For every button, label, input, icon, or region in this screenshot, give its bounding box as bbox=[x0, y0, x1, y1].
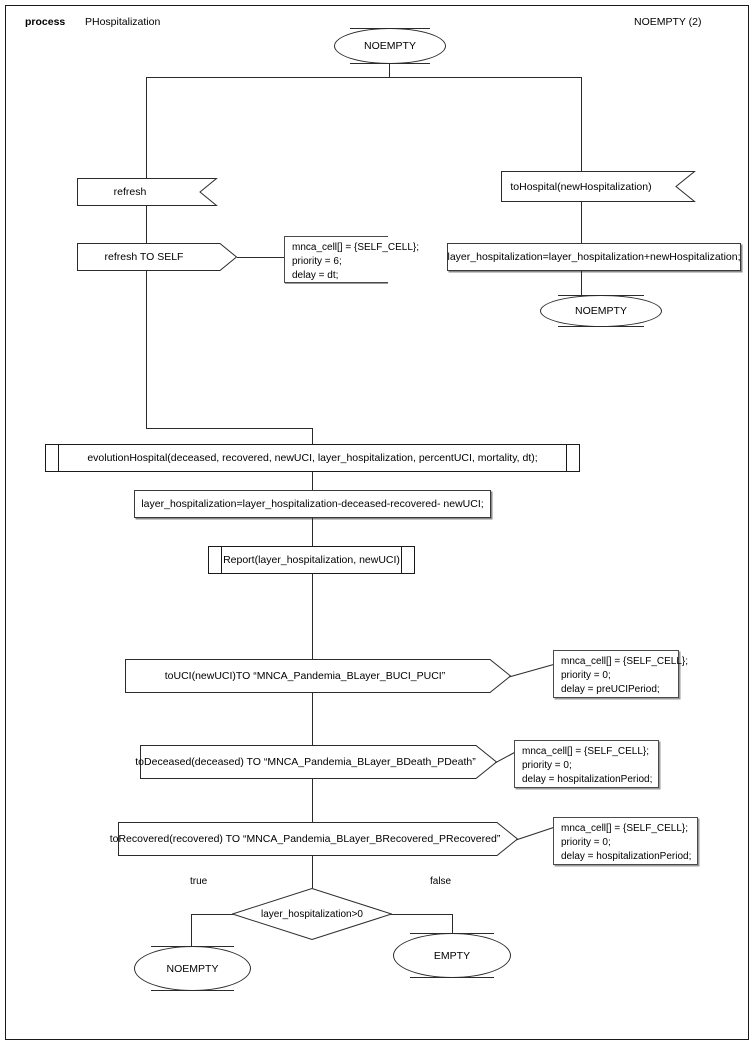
refresh-note-line-1: mnca_cell[] = {SELF_CELL}; bbox=[292, 242, 420, 253]
refresh-to-self-signal[interactable]: refresh TO SELF bbox=[77, 243, 238, 271]
to-hospital-receive-signal[interactable]: toHospital(newHospitalization) bbox=[501, 171, 696, 202]
hospital-end-terminal[interactable]: NOEMPTY bbox=[540, 295, 662, 327]
connector-decision-false-v bbox=[452, 914, 453, 933]
decision-diamond-shape bbox=[232, 888, 392, 940]
connector-left-jog-right bbox=[146, 428, 313, 429]
refresh-to-self-label: refresh TO SELF bbox=[104, 251, 184, 263]
connector-decision-true-v bbox=[191, 914, 192, 946]
hospital-assignment-label: layer_hospitalization=layer_hospitalizat… bbox=[447, 251, 741, 263]
true-terminal[interactable]: NOEMPTY bbox=[134, 946, 251, 991]
refresh-receive-signal[interactable]: refresh bbox=[77, 178, 218, 206]
start-terminal[interactable]: NOEMPTY bbox=[334, 28, 446, 64]
top-right-state-label: NOEMPTY (2) bbox=[634, 16, 702, 28]
false-terminal-label: EMPTY bbox=[433, 949, 471, 962]
evolution-hospital-predefined-process[interactable]: evolutionHospital(deceased, recovered, n… bbox=[45, 444, 580, 472]
layer-update-box[interactable]: layer_hospitalization=layer_hospitalizat… bbox=[134, 490, 491, 518]
connector-todeceased-to-torecovered bbox=[312, 779, 313, 822]
to-uci-label: toUCI(newUCI)TO “MNCA_Pandemia_BLayer_BU… bbox=[164, 670, 446, 682]
connector-decision-true-h bbox=[191, 914, 233, 915]
hospital-assignment-box[interactable]: layer_hospitalization=layer_hospitalizat… bbox=[447, 243, 741, 271]
edge-label-true: true bbox=[190, 876, 208, 887]
deceased-note-line-3: delay = hospitalizationPeriod; bbox=[522, 773, 653, 785]
uci-note-line-1: mnca_cell[] = {SELF_CELL}; bbox=[561, 656, 689, 667]
deceased-note-line-1: mnca_cell[] = {SELF_CELL}; bbox=[522, 746, 650, 757]
to-uci-send-signal[interactable]: toUCI(newUCI)TO “MNCA_Pandemia_BLayer_BU… bbox=[125, 659, 512, 693]
page-border bbox=[5, 5, 749, 1040]
connector-evolution-to-layer-update bbox=[312, 472, 313, 490]
deceased-annotation-note: mnca_cell[] = {SELF_CELL}; priority = 0;… bbox=[514, 740, 659, 788]
connector-assign-to-terminal bbox=[581, 271, 582, 295]
to-deceased-label: toDeceased(deceased) TO “MNCA_Pandemia_B… bbox=[135, 756, 476, 768]
recovered-note-line-2: priority = 0; bbox=[561, 836, 611, 848]
connector-layer-update-to-report bbox=[312, 518, 313, 546]
connector-split-bar bbox=[146, 77, 581, 78]
hospital-end-terminal-label: NOEMPTY bbox=[575, 305, 627, 317]
refresh-note-line-2: priority = 6; bbox=[292, 255, 342, 267]
to-recovered-label: toRecovered(recovered) TO “MNCA_Pandemia… bbox=[109, 833, 501, 845]
recovered-note-line-1: mnca_cell[] = {SELF_CELL}; bbox=[561, 823, 689, 834]
refresh-to-self-shape bbox=[77, 243, 238, 271]
layer-update-label: layer_hospitalization=layer_hospitalizat… bbox=[141, 498, 484, 510]
connector-left-join-center bbox=[312, 428, 313, 444]
to-hospital-receive-shape bbox=[501, 171, 696, 202]
connector-start-stem bbox=[389, 64, 390, 77]
report-label: Report(layer_hospitalization, newUCI) bbox=[223, 554, 400, 566]
recovered-annotation-note: mnca_cell[] = {SELF_CELL}; priority = 0;… bbox=[553, 817, 698, 865]
refresh-receive-label: refresh bbox=[113, 186, 147, 198]
connector-report-to-touci bbox=[312, 574, 313, 659]
refresh-note-line-3: delay = dt; bbox=[292, 269, 339, 281]
to-uci-shape bbox=[125, 659, 512, 693]
connector-touci-to-todeceased bbox=[312, 693, 313, 745]
start-terminal-label: NOEMPTY bbox=[364, 40, 416, 52]
connector-refresh-note-link bbox=[237, 257, 284, 258]
edge-label-false: false bbox=[430, 876, 452, 887]
page-title: PHospitalization bbox=[85, 16, 161, 28]
to-deceased-shape bbox=[140, 745, 498, 779]
decision-diamond[interactable]: layer_hospitalization>0 bbox=[232, 888, 392, 940]
true-terminal-label: NOEMPTY bbox=[166, 962, 219, 975]
connector-left-long-down bbox=[146, 271, 147, 428]
evolution-hospital-label: evolutionHospital(deceased, recovered, n… bbox=[87, 452, 538, 464]
connector-tohospital-to-assign bbox=[581, 202, 582, 243]
connector-torecovered-note-link bbox=[515, 825, 559, 841]
refresh-annotation-note: mnca_cell[] = {SELF_CELL}; priority = 6;… bbox=[284, 236, 420, 284]
connector-touci-note-link bbox=[508, 662, 560, 678]
header-keyword: process bbox=[25, 16, 66, 28]
false-terminal[interactable]: EMPTY bbox=[393, 933, 511, 978]
to-hospital-receive-label: toHospital(newHospitalization) bbox=[510, 180, 652, 193]
uci-annotation-note: mnca_cell[] = {SELF_CELL}; priority = 0;… bbox=[553, 650, 689, 698]
connector-decision-false-h bbox=[391, 914, 452, 915]
refresh-receive-shape bbox=[77, 178, 218, 206]
recovered-note-line-3: delay = hospitalizationPeriod; bbox=[561, 850, 692, 862]
decision-label: layer_hospitalization>0 bbox=[260, 908, 363, 920]
connector-left-down-to-refresh bbox=[146, 77, 147, 178]
report-predefined-process[interactable]: Report(layer_hospitalization, newUCI) bbox=[208, 546, 415, 574]
deceased-note-line-2: priority = 0; bbox=[522, 759, 572, 771]
uci-note-line-3: delay = preUCIPeriod; bbox=[561, 683, 660, 695]
uci-note-line-2: priority = 0; bbox=[561, 669, 611, 681]
to-recovered-send-signal[interactable]: toRecovered(recovered) TO “MNCA_Pandemia… bbox=[109, 822, 519, 856]
to-recovered-shape bbox=[118, 822, 519, 856]
connector-right-down-to-tohospital bbox=[581, 77, 582, 171]
connector-refresh-to-self bbox=[146, 206, 147, 243]
to-deceased-send-signal[interactable]: toDeceased(deceased) TO “MNCA_Pandemia_B… bbox=[135, 745, 498, 779]
connector-torecovered-to-decision bbox=[312, 856, 313, 888]
